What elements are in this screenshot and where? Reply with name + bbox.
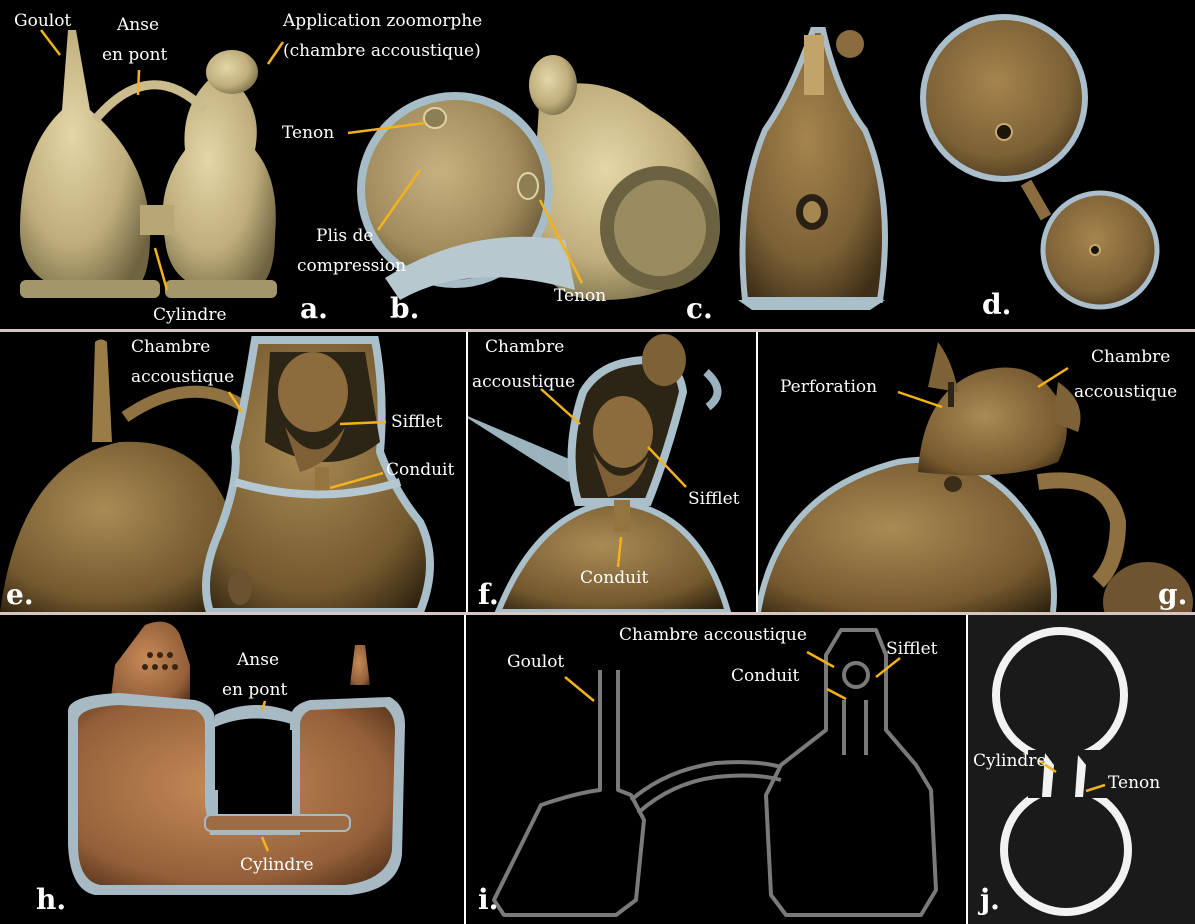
label-cylindre-a: Cylindre — [153, 305, 227, 326]
label-cylindre-j: Cylindre — [973, 751, 1047, 772]
label-chambre-e-line2: accoustique — [131, 367, 234, 388]
label-tenon-j: Tenon — [1108, 773, 1160, 794]
label-anse-h-line2: en pont — [222, 680, 287, 701]
label-anse-a-line1: Anse — [117, 15, 159, 36]
label-sifflet-i: Sifflet — [886, 639, 938, 660]
panel-letter-b: b. — [390, 294, 419, 324]
label-cylindre-h: Cylindre — [240, 855, 314, 876]
label-conduit-f: Conduit — [580, 568, 648, 589]
label-chambre-g-line2: accoustique — [1074, 382, 1177, 403]
label-chambre-e-line1: Chambre — [131, 337, 210, 358]
label-plis-line2: compression — [297, 256, 406, 277]
label-anse-a-line2: en pont — [102, 45, 167, 66]
panel-letter-a: a. — [300, 294, 328, 324]
label-chambre-f-line1: Chambre — [485, 337, 564, 358]
panel-e: Chambre accoustique Sifflet Conduit e. — [0, 332, 466, 612]
vessel-a — [20, 30, 277, 298]
label-perforation: Perforation — [780, 377, 877, 398]
label-goulot-a: Goulot — [14, 11, 71, 32]
panel-h: Anse en pont Cylindre h. — [0, 615, 464, 924]
panel-letter-g: g. — [1158, 580, 1187, 610]
panel-letter-i: i. — [478, 885, 498, 915]
panel-letter-h: h. — [36, 885, 66, 915]
panel-h-illustration — [0, 615, 464, 924]
panel-g: Perforation Chambre accoustique g. — [758, 332, 1195, 612]
label-conduit-e: Conduit — [386, 460, 454, 481]
panel-j: Cylindre Tenon j. — [968, 615, 1195, 924]
panel-letter-e: e. — [6, 580, 34, 610]
label-application-line1: Application zoomorphe — [283, 11, 482, 32]
vessel-d — [923, 17, 1157, 307]
panel-letter-d: d. — [982, 290, 1011, 320]
panel-letter-c: c. — [686, 294, 713, 324]
label-chambre-f-line2: accoustique — [472, 372, 575, 393]
top-row-illustration — [0, 0, 1195, 329]
label-tenon-b-top: Tenon — [282, 123, 334, 144]
panel-f: Chambre accoustique Sifflet Conduit f. — [468, 332, 756, 612]
label-sifflet-f: Sifflet — [688, 489, 740, 510]
label-plis-line1: Plis de — [316, 226, 373, 247]
panel-i: Goulot Chambre accoustique Sifflet Condu… — [466, 615, 966, 924]
label-conduit-i: Conduit — [731, 666, 799, 687]
label-goulot-i: Goulot — [507, 652, 564, 673]
panel-top-row: Goulot Anse en pont Application zoomorph… — [0, 0, 1195, 329]
label-tenon-b-bottom: Tenon — [554, 286, 606, 307]
label-chambre-i: Chambre accoustique — [619, 625, 807, 646]
panel-letter-f: f. — [478, 580, 499, 610]
label-application-line2: (chambre accoustique) — [283, 41, 481, 62]
panel-letter-j: j. — [980, 885, 1000, 915]
panel-g-illustration — [758, 332, 1195, 612]
vessel-c — [738, 30, 885, 310]
label-chambre-g-line1: Chambre — [1091, 347, 1170, 368]
label-sifflet-e: Sifflet — [391, 412, 443, 433]
label-anse-h-line1: Anse — [237, 650, 279, 671]
